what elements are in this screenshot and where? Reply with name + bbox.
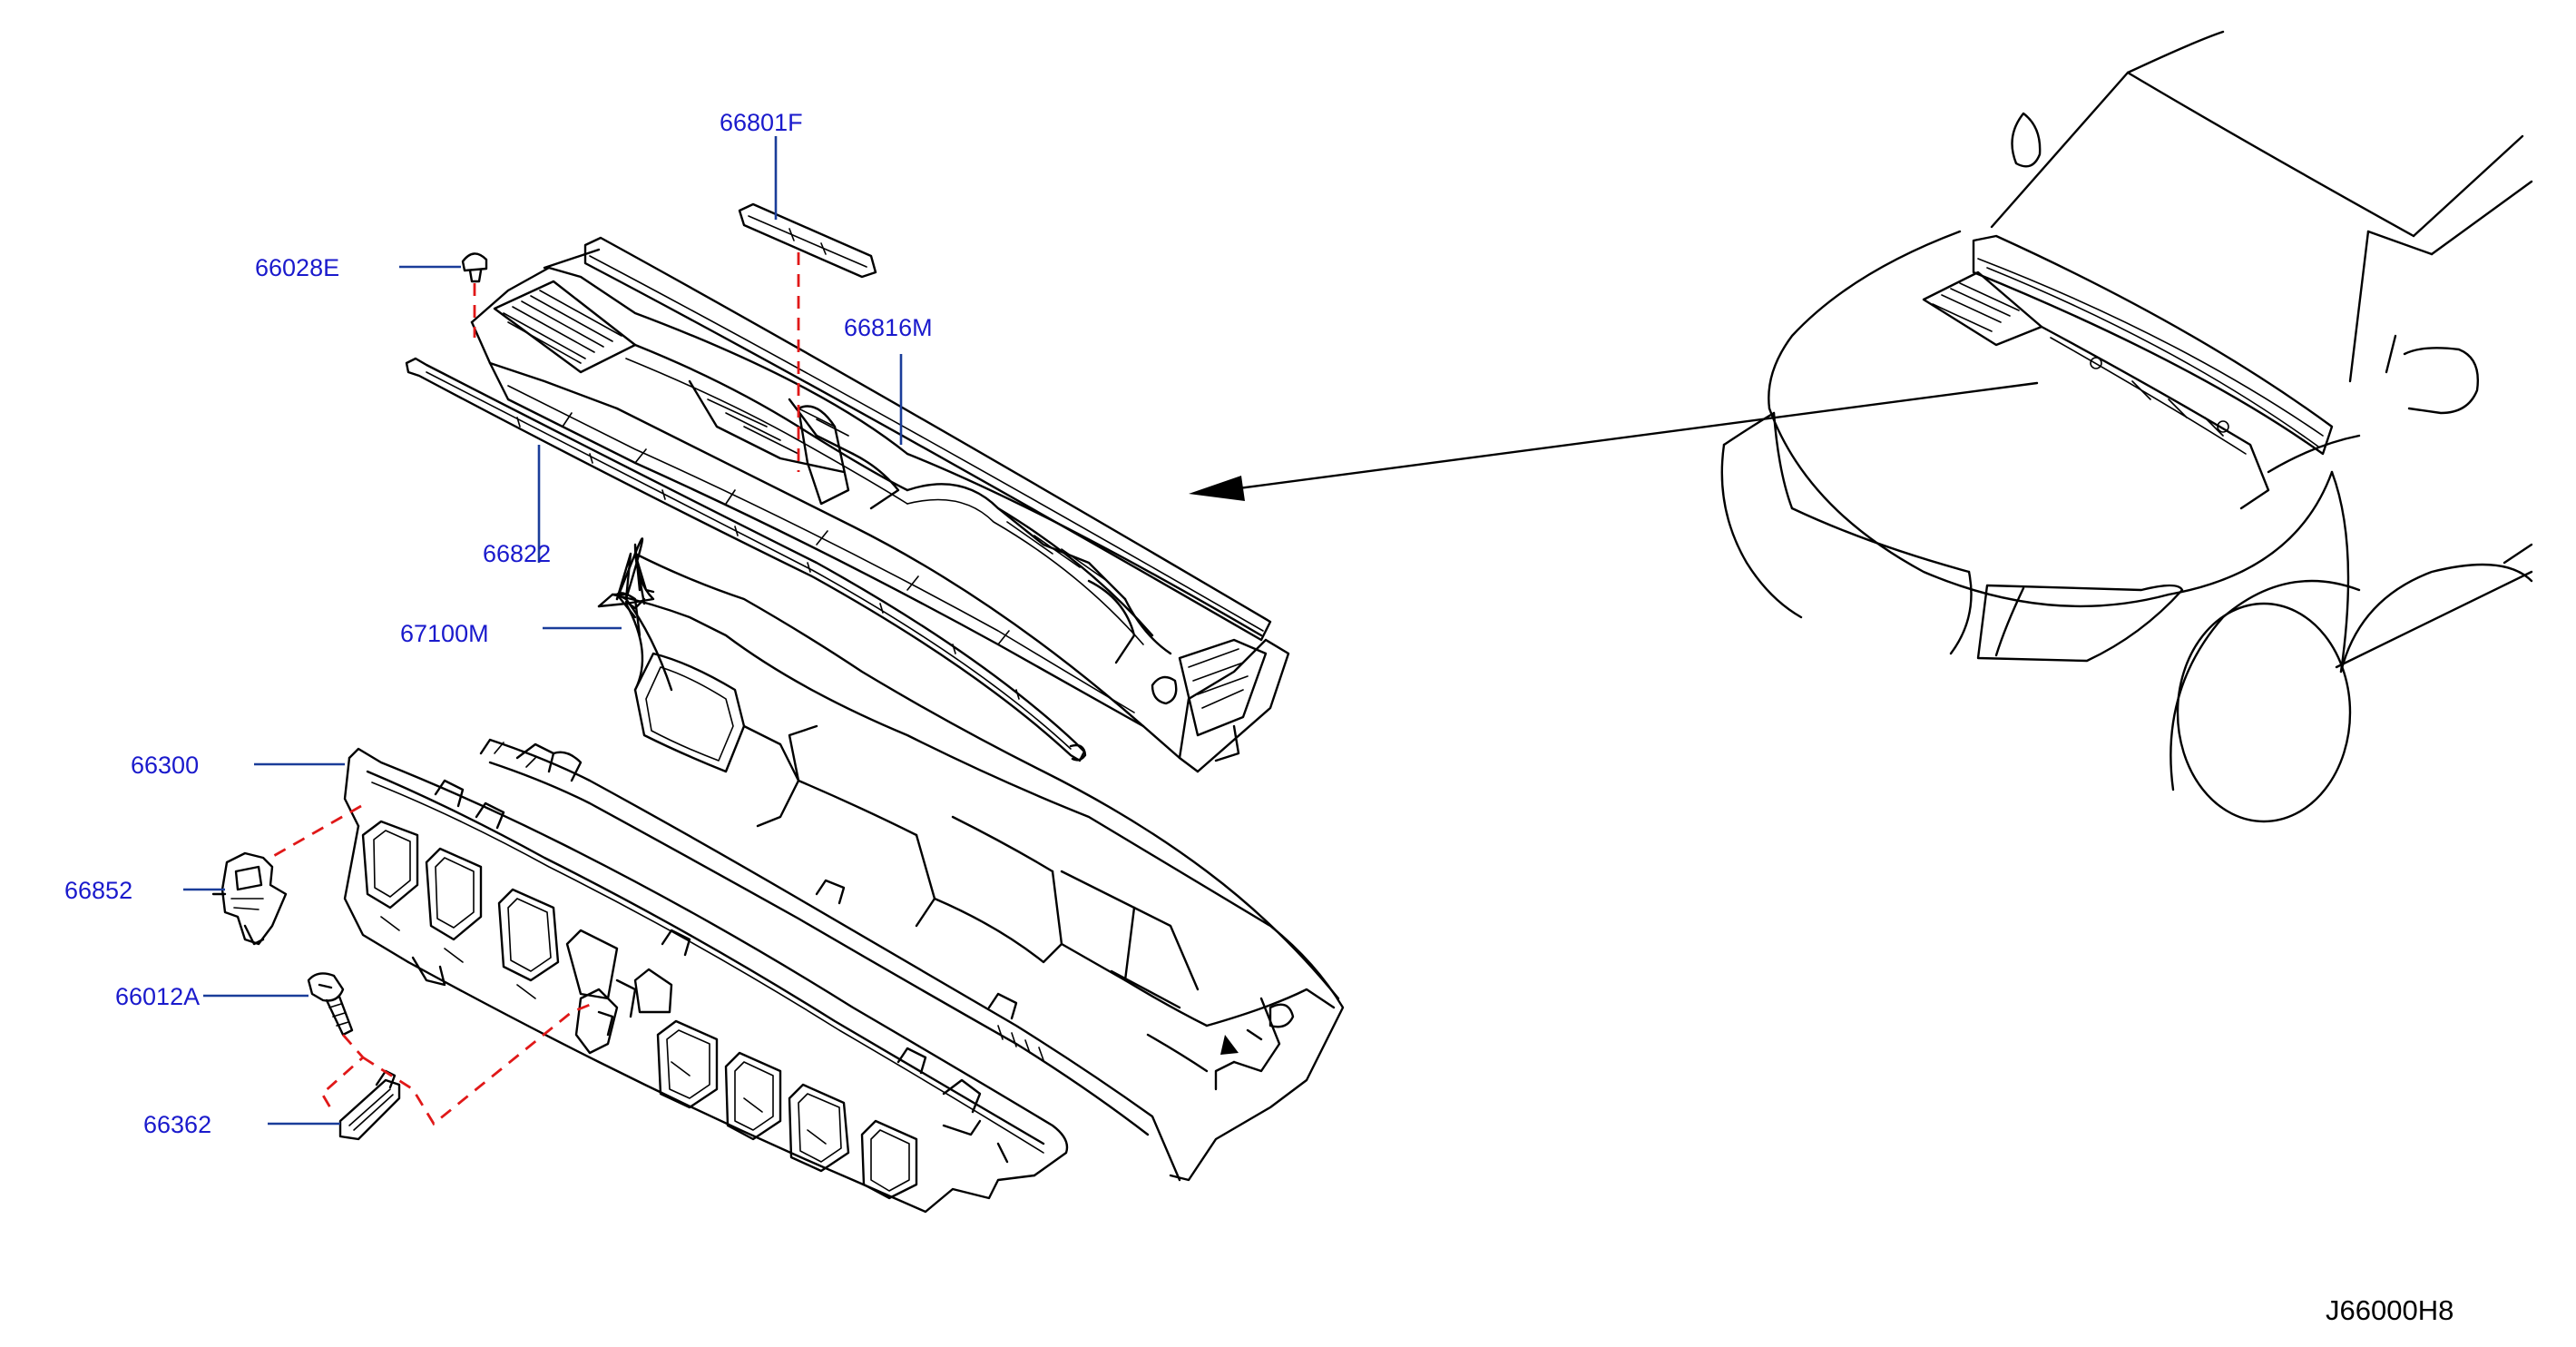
part-label-67100M: 67100M	[400, 620, 489, 647]
part-label-66822: 66822	[483, 540, 552, 567]
part-66816M-drawing	[470, 236, 1290, 773]
part-label-66012A: 66012A	[115, 983, 201, 1010]
part-66012A-drawing	[307, 972, 354, 1037]
vehicle-overview-illustration	[1189, 30, 2533, 823]
part-label-66852: 66852	[64, 877, 133, 904]
part-label-66801F: 66801F	[720, 109, 803, 136]
reference-dashed-lines	[269, 252, 800, 1126]
part-label-66028E: 66028E	[255, 254, 340, 281]
part-label-66300: 66300	[131, 752, 200, 779]
part-66028E-drawing	[461, 252, 488, 283]
diagram-id-code: J66000H8	[2326, 1294, 2454, 1326]
leader-lines	[183, 136, 903, 1126]
part-label-66816M: 66816M	[844, 314, 933, 341]
part-66852-drawing	[211, 851, 288, 946]
part-66362-drawing	[338, 1069, 401, 1141]
cowl-on-vehicle	[1922, 234, 2361, 510]
part-66822-drawing	[405, 357, 1087, 762]
part-67100M-drawing	[479, 537, 1345, 1182]
part-66801F-drawing	[738, 202, 877, 279]
part-label-66362: 66362	[143, 1111, 212, 1138]
part-66300-drawing	[343, 747, 1069, 1214]
